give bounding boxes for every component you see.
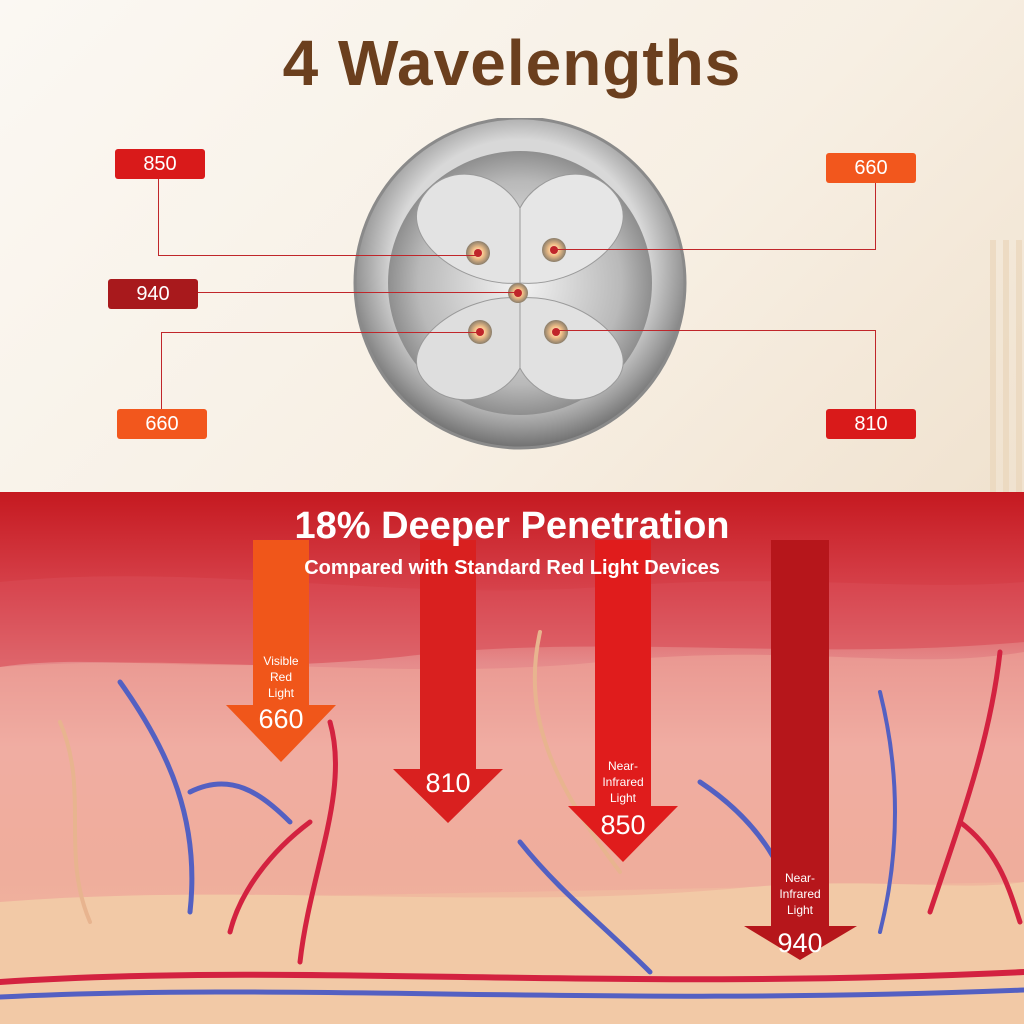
leader-line [559, 330, 875, 331]
leader-line [158, 255, 478, 256]
fat-layer [0, 882, 1024, 1024]
blood-vessel [927, 649, 1023, 925]
reflector-cup [416, 297, 521, 401]
arrow-850 [568, 540, 678, 862]
leader-line [158, 178, 159, 255]
wavelength-tag-940: 940 [108, 279, 198, 309]
background-stripe [1003, 240, 1009, 492]
arrow-660-value: 660 [258, 704, 304, 734]
leader-line [555, 249, 875, 250]
blood-vessel [117, 679, 293, 915]
leader-line [875, 180, 876, 250]
wavelength-tag-850: 850 [115, 149, 205, 179]
arrow-940-value: 940 [777, 928, 823, 958]
leader-line [875, 330, 876, 410]
leader-line [161, 332, 162, 410]
penetration-subline: Compared with Standard Red Light Devices [304, 557, 720, 579]
nerve-fiber [58, 720, 92, 924]
blood-vessel [878, 690, 897, 934]
arrow-810-value: 810 [425, 768, 471, 798]
arrow-940 [744, 540, 857, 960]
arrow-660 [226, 540, 336, 762]
leader-line [198, 292, 518, 293]
page-title: 4 Wavelengths [282, 27, 742, 99]
arrow-850-value: 850 [600, 810, 646, 840]
blood-vessel [227, 719, 339, 965]
nerve-fiber [532, 630, 622, 874]
arrow-810 [393, 540, 503, 823]
device-head-illustration [353, 118, 687, 450]
wavelength-tag-660-right: 660 [826, 153, 916, 183]
background-stripe [1016, 240, 1022, 492]
blood-vessel [517, 839, 653, 975]
blood-vessel [0, 987, 1024, 1000]
blood-vessel [0, 969, 1024, 985]
penetration-headline: 18% Deeper Penetration [294, 505, 730, 547]
penetration-arrows [226, 540, 857, 960]
leader-line [161, 332, 479, 333]
reflector-cup [519, 297, 624, 401]
background-stripe [990, 240, 996, 492]
wavelength-tag-660-left: 660 [117, 409, 207, 439]
wavelength-tag-810: 810 [826, 409, 916, 439]
